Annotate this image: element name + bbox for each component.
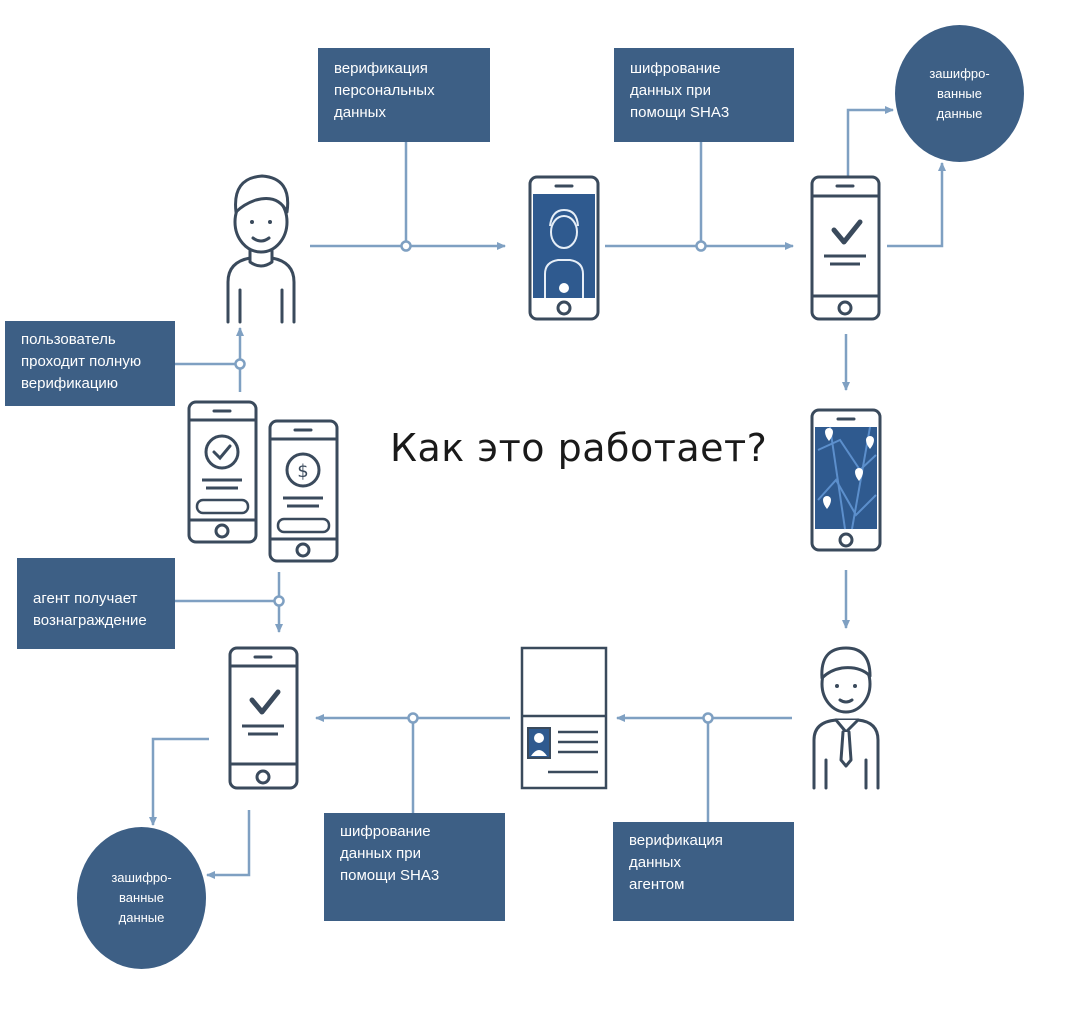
- sha3-encryption-bottom-box: шифрование данных при помощи SHA3: [324, 813, 505, 921]
- id-document-icon: [520, 646, 608, 790]
- map-phone-icon: [810, 408, 882, 552]
- sha3-encryption-top-box: шифрование данных при помощи SHA3: [614, 48, 794, 142]
- diagram-title: Как это работает?: [390, 426, 768, 470]
- connectors: [149, 106, 946, 879]
- agent-icon: [812, 646, 880, 790]
- map-pin-icon: [855, 468, 863, 481]
- verified-phone-icon: [810, 175, 881, 321]
- arrow-to-encrypted-top-1: [846, 106, 894, 178]
- confirmed-phone-icon: [228, 646, 299, 790]
- encrypted-data-bottom-circle: зашифро- ванные данные: [77, 827, 206, 969]
- agent-verification-box: верификация данных агентом: [613, 822, 794, 921]
- junction-nodes: [234, 240, 714, 724]
- user-full-verification-box: пользователь проходит полную верификацию: [5, 321, 175, 406]
- personal-verification-box: верификация персональных данных: [318, 48, 490, 142]
- reward-phone-icon: $: [268, 419, 339, 563]
- encrypted-data-top-circle: зашифро- ванные данные: [895, 25, 1024, 162]
- verification-phone-icon: [187, 400, 258, 544]
- arrow-to-encrypted-bottom-2: [206, 810, 251, 879]
- arrow-to-encrypted-top-2: [887, 162, 946, 248]
- arrow-to-encrypted-bottom-1: [149, 737, 209, 826]
- map-pin-icon: [825, 428, 833, 441]
- agent-reward-box: агент получает вознаграждение: [17, 558, 175, 649]
- user-icon: [226, 174, 296, 324]
- map-pin-icon: [823, 496, 831, 509]
- selfie-phone-icon: [528, 175, 600, 321]
- map-pin-icon: [866, 436, 874, 449]
- dollar-icon: $: [297, 461, 308, 482]
